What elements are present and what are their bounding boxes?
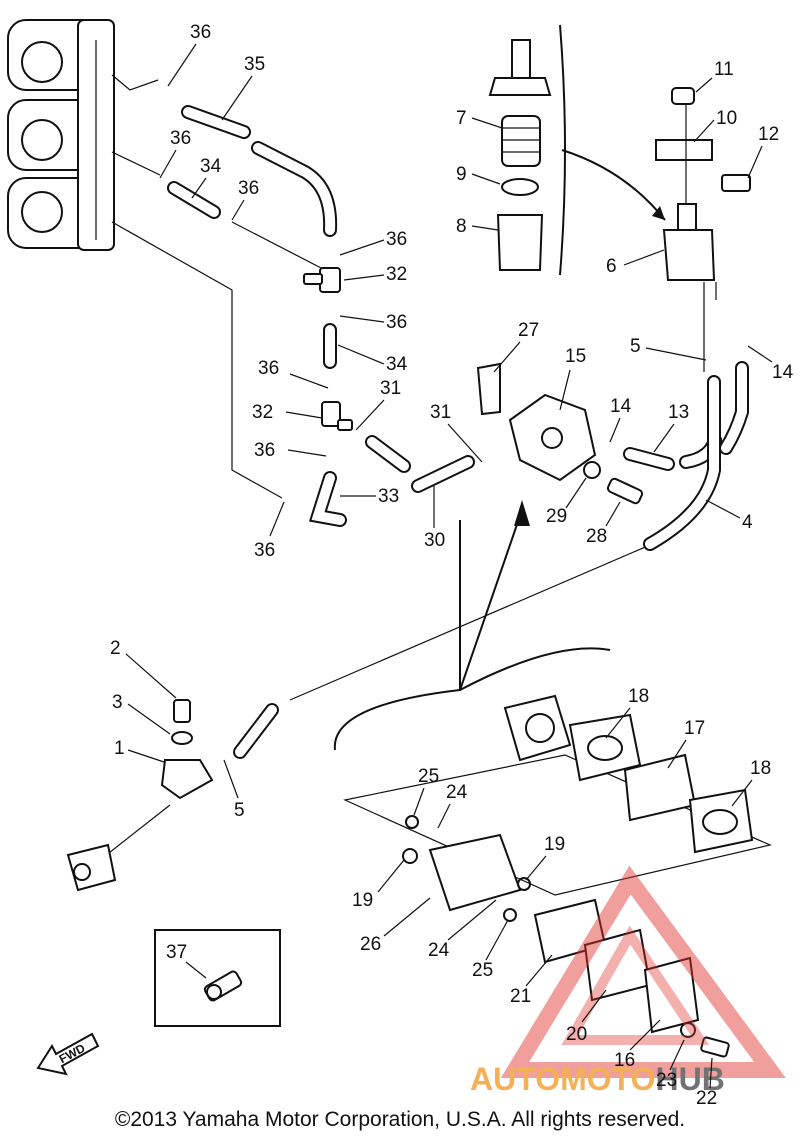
- callout-35: 35: [244, 54, 265, 75]
- callout-3: 3: [112, 692, 123, 713]
- callout-19: 19: [544, 834, 565, 855]
- callout-31: 31: [430, 402, 451, 423]
- callout-11: 11: [714, 59, 734, 80]
- callout-36: 36: [238, 178, 259, 199]
- callout-20: 20: [566, 1024, 587, 1045]
- part-37-inset: [154, 929, 281, 1027]
- watermark-brand-part2: HUB: [655, 1061, 724, 1097]
- callout-15: 15: [565, 346, 586, 367]
- callout-25: 25: [418, 766, 439, 787]
- callout-24: 24: [428, 940, 450, 961]
- svg-text:AUTOMOTOHUB: AUTOMOTOHUB: [470, 1061, 725, 1097]
- callout-27: 27: [518, 320, 539, 341]
- callout-2: 2: [110, 638, 121, 659]
- callout-13: 13: [668, 402, 689, 423]
- callout-30: 30: [424, 530, 445, 551]
- callout-22: 22: [696, 1088, 717, 1109]
- callout-31: 31: [380, 378, 401, 399]
- callout-16: 16: [614, 1050, 635, 1071]
- callout-32: 32: [252, 402, 273, 423]
- callout-1: 1: [114, 738, 125, 759]
- callout-36: 36: [258, 358, 279, 379]
- callout-36: 36: [170, 128, 191, 149]
- copyright-notice: ©2013 Yamaha Motor Corporation, U.S.A. A…: [114, 1108, 686, 1131]
- callout-labels: 36 35 36 34 36 36 32 36 34 36 31 32 36 3…: [110, 22, 794, 1109]
- callout-26: 26: [360, 934, 381, 955]
- pump-detail: [333, 500, 772, 1058]
- automotohub-watermark: AUTOMOTOHUB: [470, 865, 786, 1097]
- callout-36: 36: [254, 440, 275, 461]
- callout-36: 36: [386, 229, 407, 250]
- callout-29: 29: [546, 506, 567, 527]
- callout-32: 32: [386, 264, 407, 285]
- fuel-pump: [476, 362, 644, 505]
- callout-34: 34: [386, 354, 408, 375]
- callout-7: 7: [456, 108, 467, 129]
- callout-5: 5: [630, 336, 641, 357]
- carburetor-assembly: [7, 19, 115, 251]
- callout-5: 5: [234, 800, 245, 821]
- callout-17: 17: [684, 718, 705, 739]
- callout-28: 28: [586, 526, 607, 547]
- callout-10: 10: [716, 108, 737, 129]
- callout-6: 6: [606, 256, 617, 277]
- joints: [303, 267, 353, 431]
- callout-18: 18: [750, 758, 771, 779]
- callout-24: 24: [446, 782, 468, 803]
- callout-14: 14: [610, 396, 632, 417]
- fuel-joint: [66, 699, 214, 892]
- callout-33: 33: [378, 486, 399, 507]
- callout-9: 9: [456, 164, 467, 185]
- callout-21: 21: [510, 986, 531, 1007]
- callout-36: 36: [254, 540, 275, 561]
- hoses: [167, 105, 749, 759]
- callout-36: 36: [386, 312, 407, 333]
- callout-37: 37: [166, 942, 187, 963]
- fuel-filter-assembly: [488, 24, 751, 372]
- callout-18: 18: [628, 686, 649, 707]
- callout-36: 36: [190, 22, 211, 43]
- callout-14: 14: [772, 362, 794, 383]
- callout-19: 19: [352, 890, 373, 911]
- fuel-lines: [111, 74, 651, 701]
- callout-8: 8: [456, 216, 467, 237]
- callout-25: 25: [472, 960, 493, 981]
- fwd-arrow: FWD: [36, 1032, 100, 1076]
- callout-34: 34: [200, 156, 222, 177]
- callout-12: 12: [758, 124, 779, 145]
- watermark-brand-part1: AUTOMOTO: [470, 1061, 655, 1097]
- callout-4: 4: [742, 512, 753, 533]
- callout-23: 23: [656, 1070, 677, 1091]
